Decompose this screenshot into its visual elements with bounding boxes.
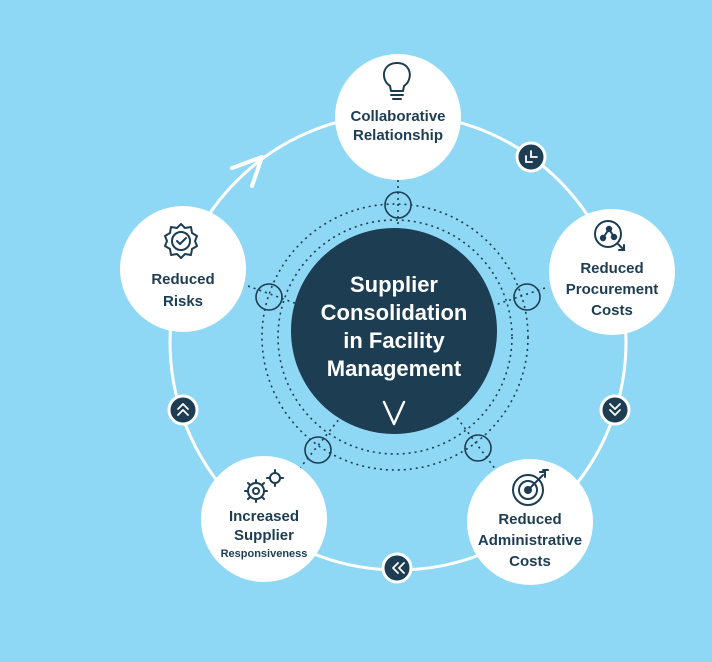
chevron-left-icon [392,562,405,574]
node-label-line: Collaborative [350,108,445,125]
center-title-line-4: Management [327,356,462,381]
connector-circles [255,191,541,464]
badge-check-icon [164,223,198,259]
connector-circle-bottom-right [464,434,492,462]
gears-icon [244,469,284,503]
chevron-up-icon [177,403,189,416]
node-collaborative-relationship: Collaborative Relationship [335,54,461,180]
chevron-down-icon [382,400,406,426]
node-label-line: Increased [229,508,299,525]
inner-dotted-ring-2 [277,219,513,455]
center-node: Supplier Consolidation in Facility Manag… [291,228,497,434]
chevron-badge-left [167,394,199,426]
chevron-badge-bottom [381,552,413,584]
node-reduced-administrative-costs: Reduced Administrative Costs [467,459,593,585]
target-icon [512,469,549,506]
center-title-line-2: Consolidation [321,300,468,325]
center-title-line-3: in Facility [343,328,445,353]
node-label-line: Costs [509,553,551,570]
inner-dotted-ring-1 [261,203,529,471]
node-reduced-risks: Reduced Risks [120,206,246,332]
connector-circle-top [384,191,412,219]
node-increased-supplier-responsiveness: Increased Supplier Responsiveness [201,456,327,582]
connector-circle-bottom-left [304,436,332,464]
node-label-line: Costs [591,302,633,319]
node-label-line: Reduced [151,271,214,288]
node-reduced-procurement-costs: Reduced Procurement Costs [549,209,675,335]
chevron-badge-upper-right [515,141,547,173]
node-label-line: Administrative [478,532,582,549]
chevron-down-icon [609,403,621,416]
node-label-line: Supplier [234,527,294,544]
node-label-line: Reduced [498,511,561,528]
node-label-line: Relationship [353,127,443,144]
chevron-badge-right [599,394,631,426]
connector-circle-right [513,283,541,311]
node-label-line: Reduced [580,260,643,277]
lightbulb-icon [382,62,411,100]
node-label-line: Risks [163,293,203,310]
center-title-line-1: Supplier [350,272,438,297]
connector-circle-left [255,283,283,311]
node-label-line: Responsiveness [221,548,308,560]
network-magnifier-icon [594,220,625,251]
chevron-down-left-icon [525,150,538,163]
node-label-line: Procurement [566,281,659,298]
ring-arrow-icon [230,155,264,188]
